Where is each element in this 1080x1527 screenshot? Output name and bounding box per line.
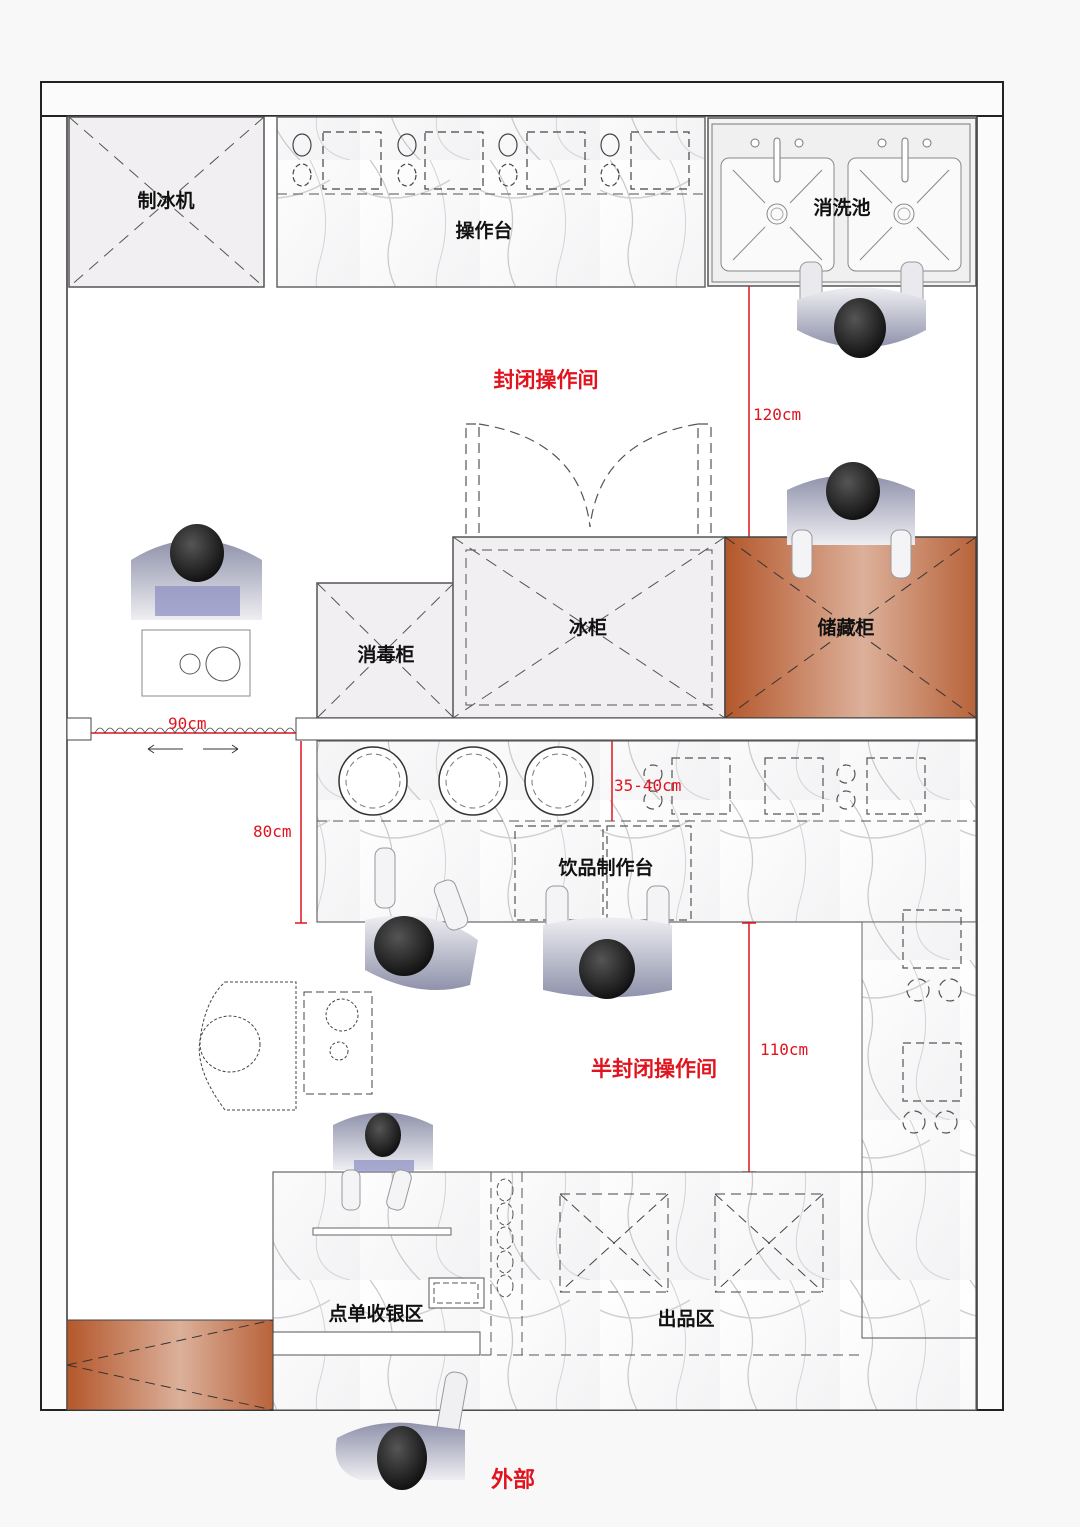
front-counter: 点单收银区 出品区 xyxy=(272,1171,977,1411)
dimension-passage: 80cm xyxy=(253,741,307,924)
freezer: 冰柜 xyxy=(452,536,726,719)
person-drink-right xyxy=(543,885,672,999)
person-at-sink xyxy=(797,261,926,358)
work-counter: 操作台 xyxy=(276,116,706,288)
svg-text:点单收银区: 点单收银区 xyxy=(328,1302,423,1325)
person-outside xyxy=(335,1371,468,1490)
svg-text:制冰机: 制冰机 xyxy=(137,189,194,212)
person-at-storage xyxy=(787,462,915,579)
svg-text:储藏柜: 储藏柜 xyxy=(817,616,874,639)
svg-text:35-40cm: 35-40cm xyxy=(614,776,681,795)
person-left-upper xyxy=(131,524,262,697)
side-counter xyxy=(861,909,977,1173)
zone-outside-label: 外部 xyxy=(491,1467,535,1493)
storage-cabinet: 储藏柜 xyxy=(724,536,977,719)
drink-station: 饮品制作台 xyxy=(316,740,977,923)
svg-text:操作台: 操作台 xyxy=(455,219,512,242)
person-outline-stove xyxy=(198,981,373,1111)
dimension-aisle: 110cm xyxy=(742,922,808,1173)
disinfection-cabinet: 消毒柜 xyxy=(316,582,455,719)
svg-text:冰柜: 冰柜 xyxy=(569,616,607,639)
svg-text:消洗池: 消洗池 xyxy=(813,196,870,219)
wood-panel xyxy=(66,1319,274,1411)
dimension-counter-depth: 35-40cm xyxy=(611,741,681,821)
zone-closed-label: 封闭操作间 xyxy=(494,368,599,392)
svg-text:90cm: 90cm xyxy=(168,714,207,733)
sliding-door: 90cm xyxy=(91,714,296,754)
ice-machine: 制冰机 xyxy=(68,116,265,288)
svg-text:80cm: 80cm xyxy=(253,822,292,841)
person-drink-left xyxy=(365,847,478,990)
zone-semi-closed-label: 半封闭操作间 xyxy=(591,1057,717,1081)
svg-text:消毒柜: 消毒柜 xyxy=(357,643,414,666)
dimension-sink-clearance: 120cm xyxy=(748,286,801,537)
svg-text:120cm: 120cm xyxy=(753,405,801,424)
svg-text:110cm: 110cm xyxy=(760,1040,808,1059)
svg-text:出品区: 出品区 xyxy=(657,1307,714,1330)
wash-sink: 消洗池 xyxy=(707,117,977,287)
svg-text:饮品制作台: 饮品制作台 xyxy=(557,856,653,879)
person-cashier xyxy=(333,1112,433,1211)
